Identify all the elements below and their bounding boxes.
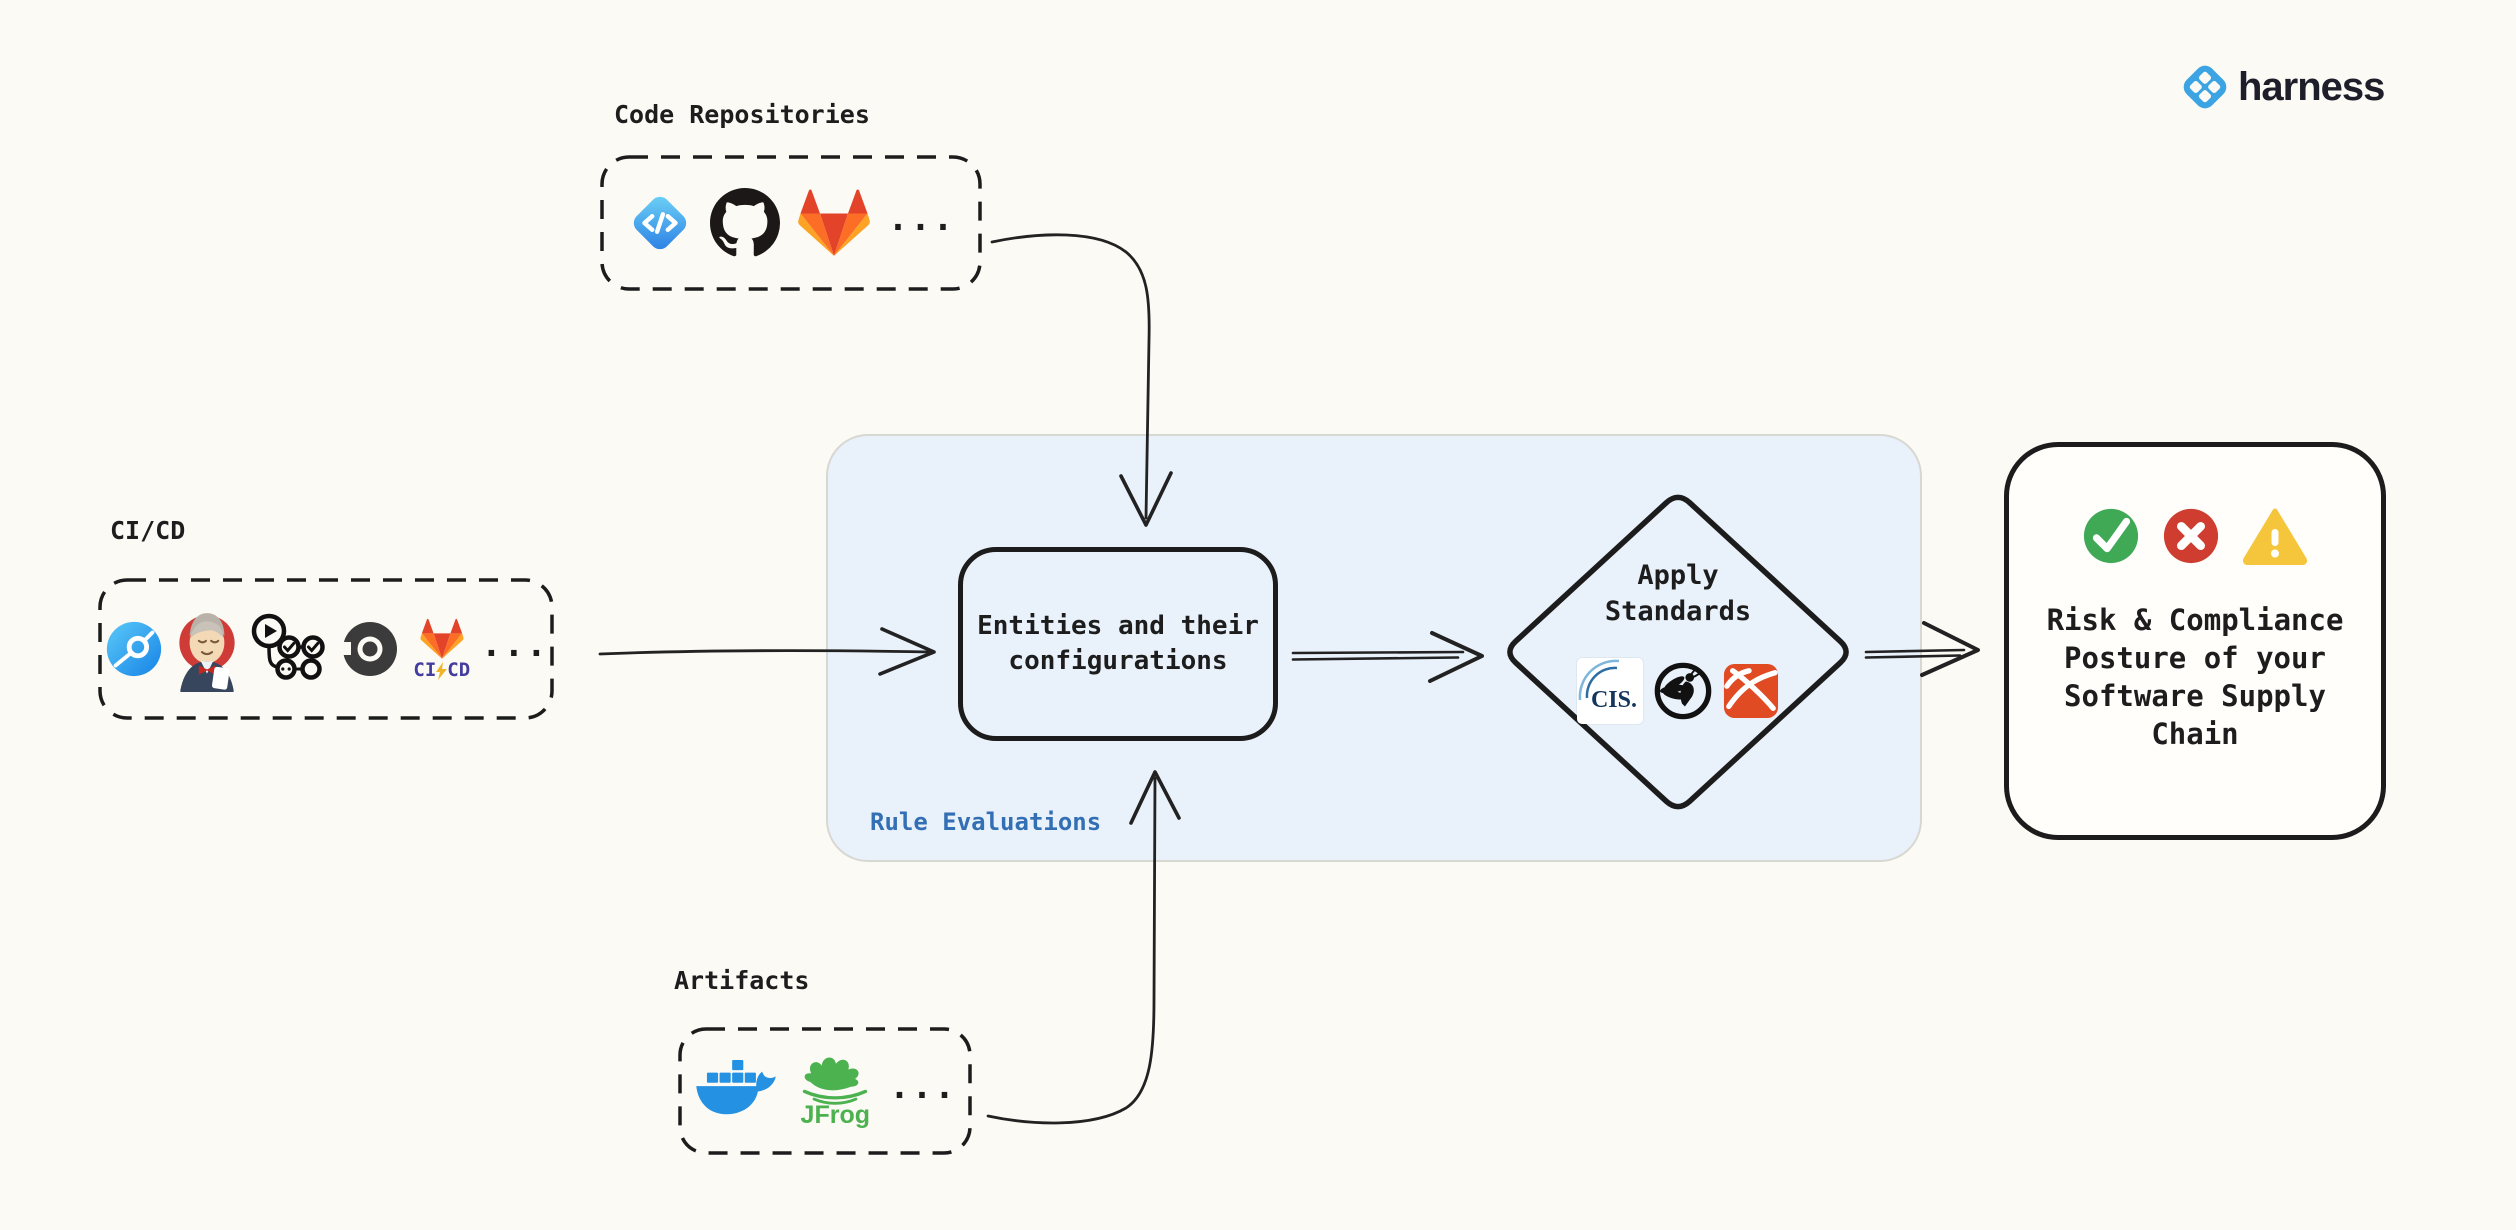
outcome-node: Risk & Compliance Posture of your Softwa… (2004, 442, 2386, 840)
code-repositories-box: ... (599, 154, 983, 292)
entities-text: Entities and their configurations (977, 611, 1259, 676)
success-check-icon (2083, 508, 2139, 564)
azure-repos-icon (633, 196, 686, 250)
harness-brand: harness (2180, 62, 2385, 112)
rule-evaluations-label: Rule Evaluations (870, 808, 1102, 836)
cicd-more: ... (481, 625, 549, 665)
security-standard-badge-icon (1723, 663, 1779, 719)
jfrog-wordmark: JFrog (800, 1100, 870, 1129)
diamond-shape (1507, 494, 1849, 810)
docker-icon (696, 1059, 777, 1115)
jfrog-icon: JFrog (795, 1055, 875, 1128)
brand-wordmark: harness (2238, 65, 2385, 109)
gitlab-ci-text: CI (413, 659, 437, 681)
gitlab-cicd-fox-icon (420, 618, 464, 659)
status-icons-row (2009, 507, 2381, 565)
artifacts-box: JFrog ... (677, 1026, 973, 1156)
code-repositories-label: Code Repositories (614, 100, 870, 129)
cis-wordmark: CIS. (1590, 687, 1637, 713)
harness-ci-icon (107, 621, 162, 677)
jenkins-icon (179, 613, 236, 692)
gitlab-cd-text: CD (447, 659, 471, 681)
github-actions-icon (252, 613, 326, 680)
github-icon (709, 188, 780, 257)
failure-x-icon (2163, 508, 2219, 564)
artifacts-more: ... (889, 1067, 957, 1107)
apply-standards-node: Apply Standards CIS. (1498, 486, 1858, 818)
cis-arcs (1578, 659, 1620, 701)
apply-standards-text: Apply Standards (1604, 560, 1752, 627)
cicd-label: CI/CD (110, 516, 186, 545)
rule-evaluations-container: Rule Evaluations Entities and their conf… (826, 434, 1922, 862)
harness-logo-icon (2183, 65, 2227, 109)
gitlab-icon (797, 189, 870, 256)
owasp-icon (1654, 662, 1712, 720)
entities-node: Entities and their configurations (958, 547, 1278, 741)
code-repositories-more: ... (887, 199, 956, 239)
outcome-text: Risk & Compliance Posture of your Softwa… (2046, 603, 2344, 751)
cis-benchmark-icon: CIS. (1577, 658, 1643, 724)
warning-icon (2243, 508, 2307, 565)
lightning-icon (436, 661, 448, 680)
circleci-icon (338, 622, 398, 676)
gitlab-cicd-icon: CI CD (413, 618, 470, 680)
cicd-box: CI CD ... (97, 577, 555, 721)
artifacts-label: Artifacts (674, 966, 810, 995)
jfrog-splash-icon (803, 1057, 868, 1105)
